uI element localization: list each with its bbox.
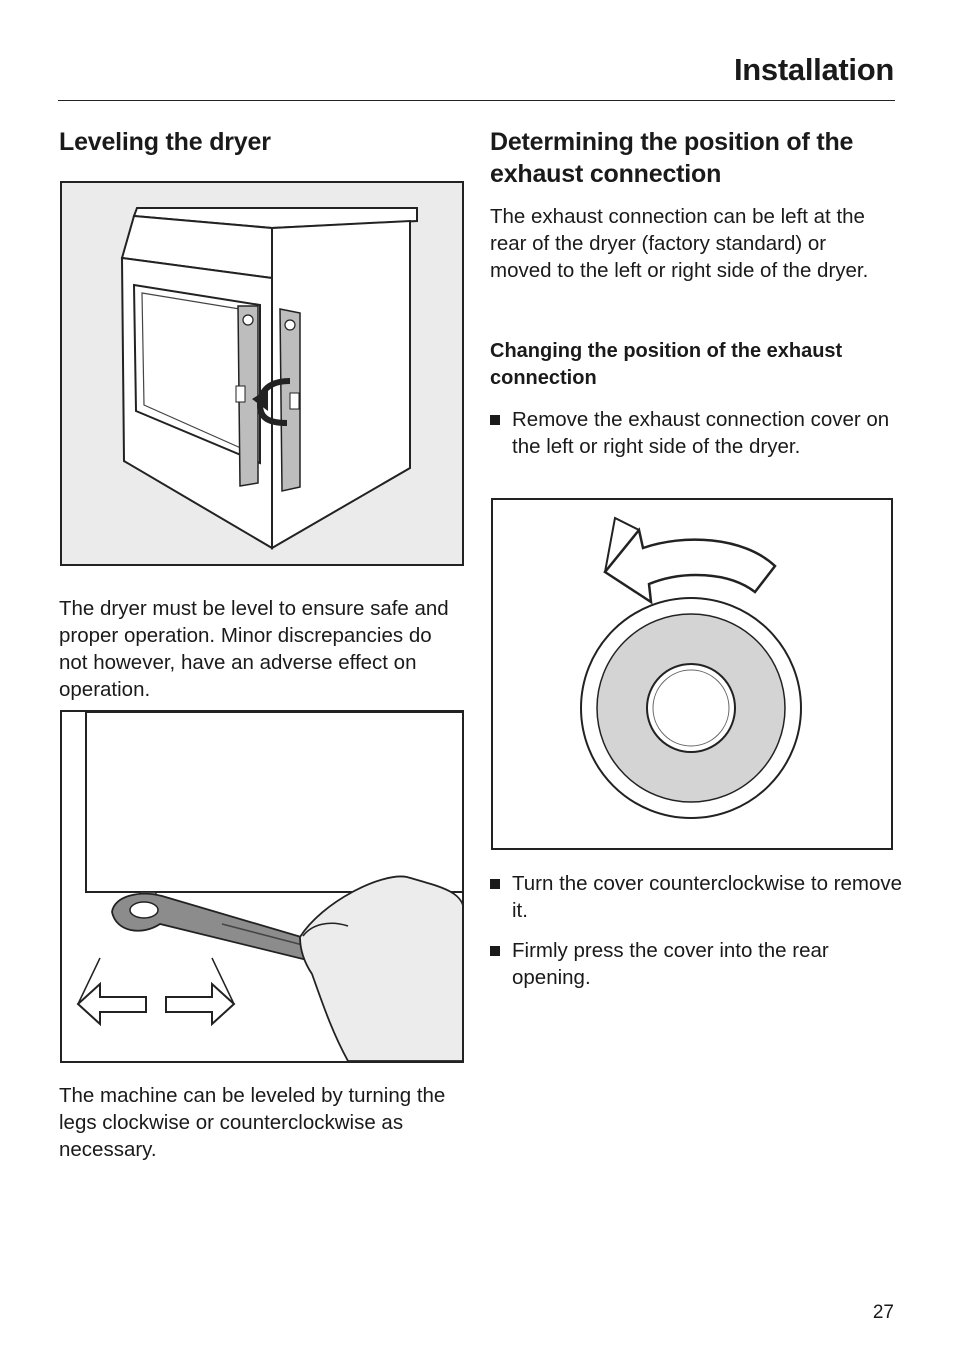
exhaust-heading: Determining the position of the exhaust …	[490, 128, 854, 188]
bullet-square-icon	[490, 415, 500, 425]
wrench-leveling-illustration	[60, 710, 464, 1063]
exhaust-cover-illustration	[491, 498, 893, 850]
dryer-leveling-illustration	[60, 181, 464, 566]
leveling-paragraph-2: The machine can be leveled by turning th…	[59, 1084, 446, 1161]
bullet-square-icon	[490, 879, 500, 889]
bullet-text: Turn the cover counterclockwise to remov…	[512, 872, 903, 922]
bullet-item-2: Turn the cover counterclockwise to remov…	[490, 870, 912, 924]
bullet-item-1: Remove the exhaust connection cover on t…	[490, 406, 892, 460]
leveling-paragraph-1: The dryer must be level to ensure safe a…	[59, 597, 449, 701]
bullet-text: Remove the exhaust connection cover on t…	[512, 408, 890, 458]
page-header-title: Installation	[733, 52, 894, 87]
page-number: 27	[872, 1302, 894, 1323]
leveling-heading: Leveling the dryer	[59, 128, 271, 156]
header-divider	[58, 100, 895, 101]
exhaust-intro-paragraph: The exhaust connection can be left at th…	[490, 205, 869, 282]
bullet-square-icon	[490, 946, 500, 956]
bullet-item-3: Firmly press the cover into the rear ope…	[490, 937, 912, 991]
exhaust-subheading: Changing the position of the exhaust con…	[490, 340, 843, 389]
bullet-text: Firmly press the cover into the rear ope…	[512, 939, 829, 989]
